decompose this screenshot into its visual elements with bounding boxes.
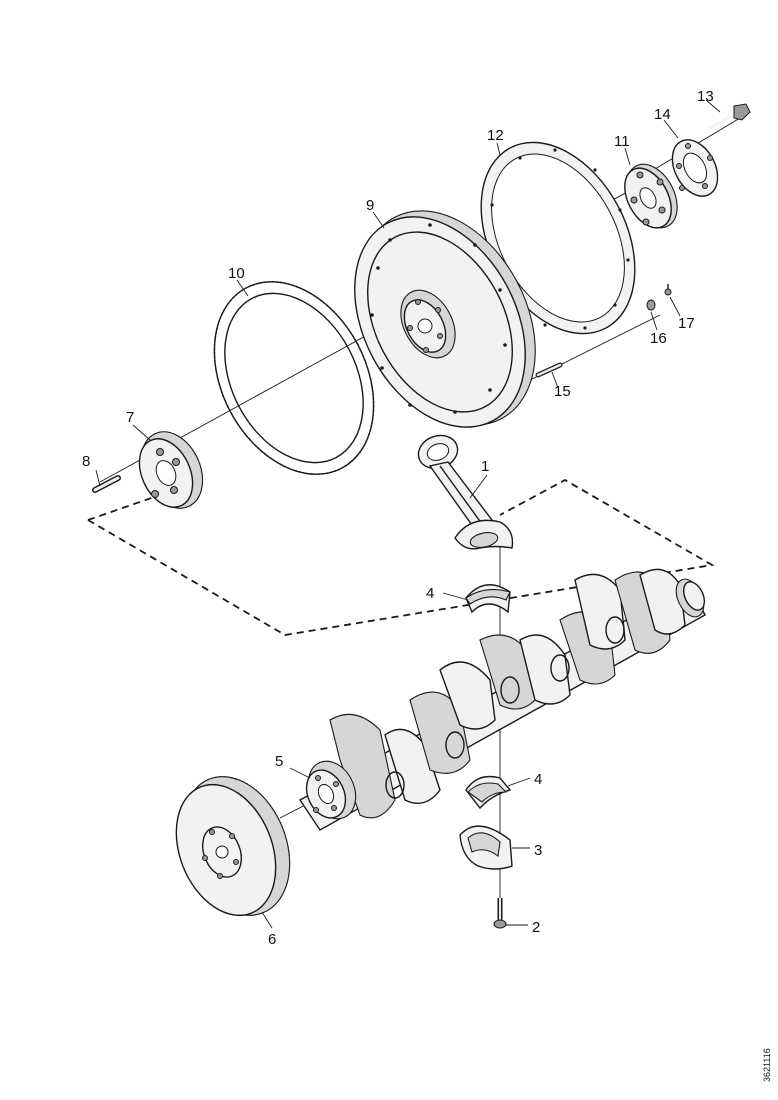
part-5-crank-nose <box>305 760 357 820</box>
callout-3: 3 <box>534 842 542 859</box>
part-14-washer-plate <box>671 139 719 197</box>
part-16-nut <box>646 299 656 311</box>
callout-4-lower: 4 <box>534 771 542 788</box>
callout-labels: 1 2 3 4 4 5 6 7 8 9 10 11 12 13 14 15 16… <box>82 88 714 948</box>
callout-5: 5 <box>275 753 283 770</box>
part-8-pin <box>92 475 121 493</box>
callout-11: 11 <box>614 133 630 150</box>
part-15-dowel-pin <box>535 362 563 378</box>
callout-1: 1 <box>481 458 489 475</box>
part-3-bearing-cap <box>459 825 513 870</box>
callout-4-upper: 4 <box>426 585 434 602</box>
callout-7: 7 <box>126 409 134 426</box>
callout-2: 2 <box>532 919 540 936</box>
callout-16: 16 <box>650 330 667 347</box>
callout-9: 9 <box>366 197 374 214</box>
callout-6: 6 <box>268 931 276 948</box>
callout-10: 10 <box>228 265 245 282</box>
part-9-flywheel <box>354 210 536 428</box>
leader-lines <box>95 99 721 929</box>
callout-14: 14 <box>654 106 671 123</box>
crankshaft <box>298 568 706 831</box>
part-4-lower-bearing-shell <box>465 775 512 810</box>
part-7-timing-gear <box>138 431 204 509</box>
figure-reference-code: 3621116 <box>762 1048 772 1082</box>
callout-12: 12 <box>487 127 504 144</box>
part-17-screw <box>664 284 672 296</box>
part-4-upper-bearing-shell <box>465 584 511 614</box>
callout-8: 8 <box>82 453 90 470</box>
part-2-bolt <box>493 898 507 929</box>
part-13-bolt <box>709 103 751 129</box>
part-6-vibration-damper <box>175 776 291 917</box>
assembly-dashed-boundary <box>87 478 715 636</box>
part-10-ring-gear <box>213 281 375 475</box>
callout-15: 15 <box>554 383 571 400</box>
part-1-connecting-rod <box>417 434 514 550</box>
callout-13: 13 <box>697 88 714 105</box>
callout-17: 17 <box>678 315 695 332</box>
part-11-hub-flange <box>624 163 678 229</box>
